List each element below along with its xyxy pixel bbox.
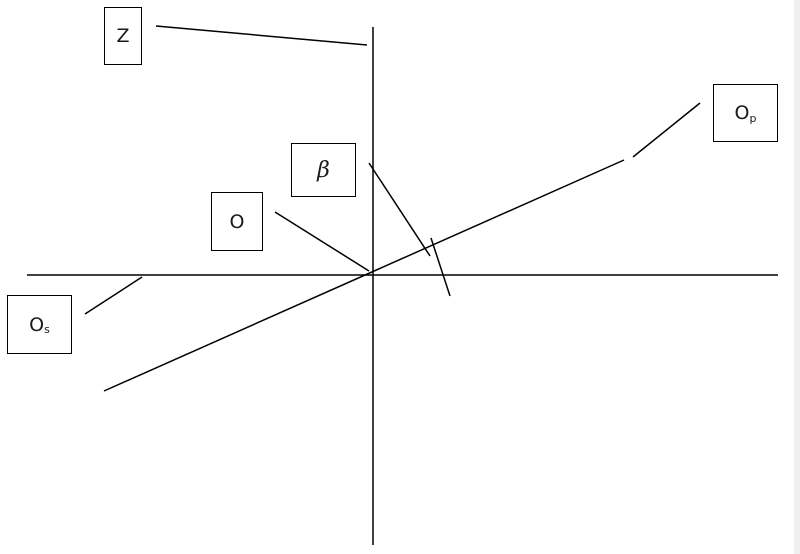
leader-o-s bbox=[84, 276, 143, 315]
leader-beta bbox=[368, 162, 431, 257]
label-o-s-sub: s bbox=[44, 323, 50, 336]
label-o-p-sub: p bbox=[749, 111, 757, 125]
label-origin: O bbox=[211, 192, 263, 251]
label-beta: β bbox=[291, 143, 356, 197]
label-beta-text: β bbox=[317, 157, 330, 183]
label-z: Z bbox=[104, 7, 142, 65]
right-edge-strip bbox=[794, 0, 800, 554]
oblique-axis bbox=[103, 159, 625, 392]
leader-o-p bbox=[632, 102, 701, 158]
label-o-s-main: O bbox=[29, 313, 45, 336]
beta-angle-tick bbox=[430, 237, 451, 297]
label-origin-text: O bbox=[229, 210, 245, 233]
leader-origin bbox=[274, 211, 370, 272]
label-o-p-main: O bbox=[734, 102, 750, 124]
leader-z bbox=[155, 25, 368, 46]
label-z-text: Z bbox=[116, 25, 130, 47]
